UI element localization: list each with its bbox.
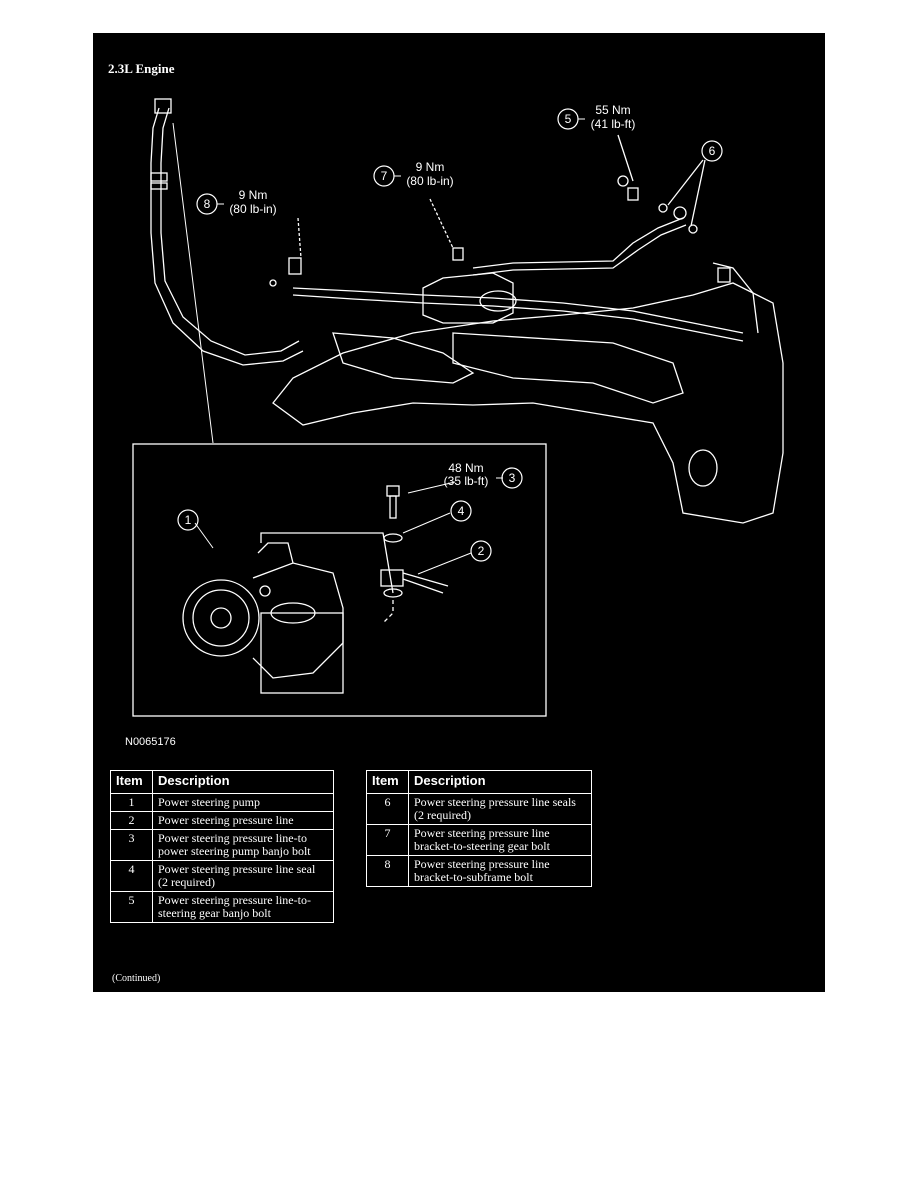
callout-6: 6 [701, 140, 723, 162]
svg-text:7: 7 [381, 169, 388, 183]
diagram-panel: 2.3L Engine [93, 33, 825, 992]
pressure-hose [150, 98, 304, 444]
callout-3: 48 Nm (35 lb-ft) 3 [444, 461, 523, 489]
item-number: 6 [366, 793, 409, 825]
item-number: 3 [110, 829, 153, 861]
callout-1: 1 [177, 509, 199, 531]
table-row: 1 Power steering pump [110, 793, 334, 812]
item-description: Power steering pressure line bracket-to-… [408, 855, 592, 887]
item-description: Power steering pressure line seals (2 re… [408, 793, 592, 825]
svg-text:6: 6 [709, 144, 716, 158]
svg-text:48 Nm: 48 Nm [448, 461, 483, 475]
svg-text:55 Nm: 55 Nm [595, 103, 630, 117]
table-row: 2 Power steering pressure line [110, 811, 334, 830]
item-description: Power steering pressure line-to-steering… [152, 891, 334, 923]
table-row: 4 Power steering pressure line seal (2 r… [110, 860, 334, 892]
callout-8: 8 9 Nm (80 lb-in) [196, 188, 277, 216]
item-number: 5 [110, 891, 153, 923]
svg-text:5: 5 [565, 112, 572, 126]
figure-code: N0065176 [125, 736, 176, 748]
svg-text:3: 3 [509, 471, 516, 485]
header-item: Item [110, 770, 153, 794]
item-description: Power steering pressure line seal (2 req… [152, 860, 334, 892]
header-item: Item [366, 770, 409, 794]
table-row: 6 Power steering pressure line seals (2 … [366, 793, 592, 825]
continued-note: (Continued) [112, 973, 161, 984]
table-header-row: Item Description [110, 770, 334, 794]
svg-text:1: 1 [185, 513, 192, 527]
item-description: Power steering pressure line-to power st… [152, 829, 334, 861]
callout-5: 5 55 Nm (41 lb-ft) [557, 103, 636, 131]
header-description: Description [152, 770, 334, 794]
svg-text:9 Nm: 9 Nm [416, 160, 445, 174]
svg-text:(80 lb-in): (80 lb-in) [229, 202, 276, 216]
item-description: Power steering pressure line bracket-to-… [408, 824, 592, 856]
svg-text:(41 lb-ft): (41 lb-ft) [591, 117, 636, 131]
power-steering-pump [182, 532, 394, 694]
steering-gear-assembly [269, 175, 784, 524]
table-row: 7 Power steering pressure line bracket-t… [366, 824, 592, 856]
pump-inset [132, 443, 547, 717]
callout-7: 7 9 Nm (80 lb-in) [373, 160, 454, 188]
svg-text:(35 lb-ft): (35 lb-ft) [444, 474, 489, 488]
table-row: 3 Power steering pressure line-to power … [110, 829, 334, 861]
table-row: 5 Power steering pressure line-to-steeri… [110, 891, 334, 923]
svg-text:2: 2 [478, 544, 485, 558]
table-header-row: Item Description [366, 770, 592, 794]
svg-text:9 Nm: 9 Nm [239, 188, 268, 202]
item-number: 8 [366, 855, 409, 887]
parts-table-right: Item Description 6 Power steering pressu… [366, 770, 592, 887]
parts-table-left: Item Description 1 Power steering pump 2… [110, 770, 334, 923]
callout-2: 2 [470, 540, 492, 562]
table-row: 8 Power steering pressure line bracket-t… [366, 855, 592, 887]
callout-4: 4 [450, 500, 472, 522]
item-description: Power steering pressure line [152, 811, 334, 830]
section-title: 2.3L Engine [108, 61, 175, 76]
item-number: 2 [110, 811, 153, 830]
svg-text:(80 lb-in): (80 lb-in) [406, 174, 453, 188]
header-description: Description [408, 770, 592, 794]
item-number: 4 [110, 860, 153, 892]
item-number: 7 [366, 824, 409, 856]
steering-diagram: 1 2 48 Nm (35 lb-ft) 3 4 5 55 Nm (41 lb-… [132, 98, 784, 717]
banjo-fitting-parts [380, 485, 449, 624]
item-number: 1 [110, 793, 153, 812]
svg-text:8: 8 [204, 197, 211, 211]
svg-text:4: 4 [458, 504, 465, 518]
item-description: Power steering pump [152, 793, 334, 812]
